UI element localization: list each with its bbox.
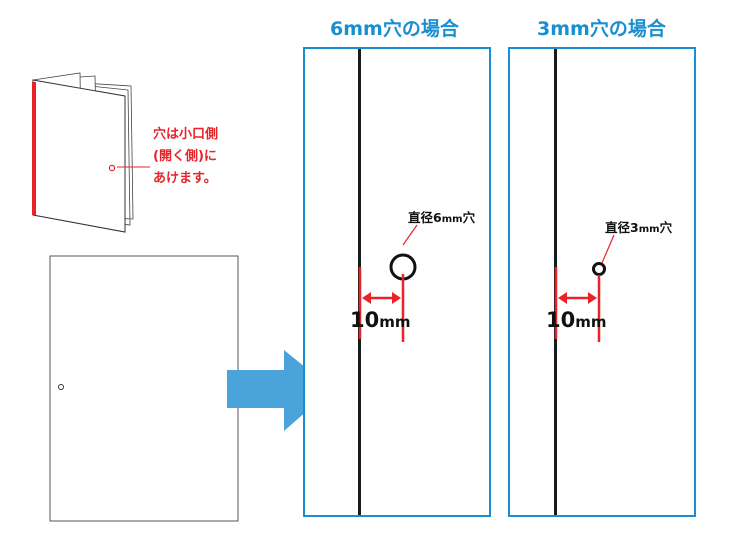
hole-label-prefix: 直径 bbox=[408, 210, 434, 225]
single-sheet-illustration bbox=[49, 255, 239, 522]
panel-3mm: 直径3mm穴 10mm bbox=[508, 47, 696, 517]
instruction-line: あけます。 bbox=[153, 171, 217, 186]
panel-title-6mm: 6mm穴の場合 bbox=[330, 18, 459, 40]
distance-value: 10 bbox=[546, 308, 576, 332]
hole-label-value: 3 bbox=[630, 220, 639, 235]
instruction-text: 穴は小口側 (開く側)に あけます。 bbox=[153, 124, 263, 190]
hole-label-value: 6 bbox=[433, 210, 442, 225]
distance-label-3mm: 10mm bbox=[546, 308, 607, 332]
hole-label-3mm: 直径3mm穴 bbox=[605, 217, 672, 236]
distance-unit: mm bbox=[379, 313, 411, 331]
hole-diagram-3mm bbox=[554, 234, 615, 342]
instruction-line: (開く側)に bbox=[153, 149, 217, 164]
instruction-line: 穴は小口側 bbox=[153, 127, 219, 142]
sheet-hole-icon bbox=[58, 384, 64, 390]
hole-label-prefix: 直径 bbox=[605, 220, 631, 235]
distance-value: 10 bbox=[350, 308, 380, 332]
hole-label-unit: mm bbox=[441, 214, 463, 225]
hole-label-suffix: 穴 bbox=[659, 220, 673, 235]
panel-6mm: 直径6mm穴 10mm bbox=[303, 47, 491, 517]
hole-3mm-icon bbox=[592, 262, 606, 276]
open-booklet-illustration bbox=[32, 72, 150, 233]
booklet-hole-icon bbox=[108, 164, 116, 172]
distance-unit: mm bbox=[575, 313, 607, 331]
hole-label-6mm: 直径6mm穴 bbox=[408, 207, 475, 226]
panel-title-3mm: 3mm穴の場合 bbox=[537, 18, 666, 40]
hole-label-unit: mm bbox=[638, 224, 660, 235]
hole-diagram-6mm bbox=[358, 224, 418, 342]
distance-label-6mm: 10mm bbox=[350, 308, 411, 332]
hole-label-suffix: 穴 bbox=[462, 210, 476, 225]
